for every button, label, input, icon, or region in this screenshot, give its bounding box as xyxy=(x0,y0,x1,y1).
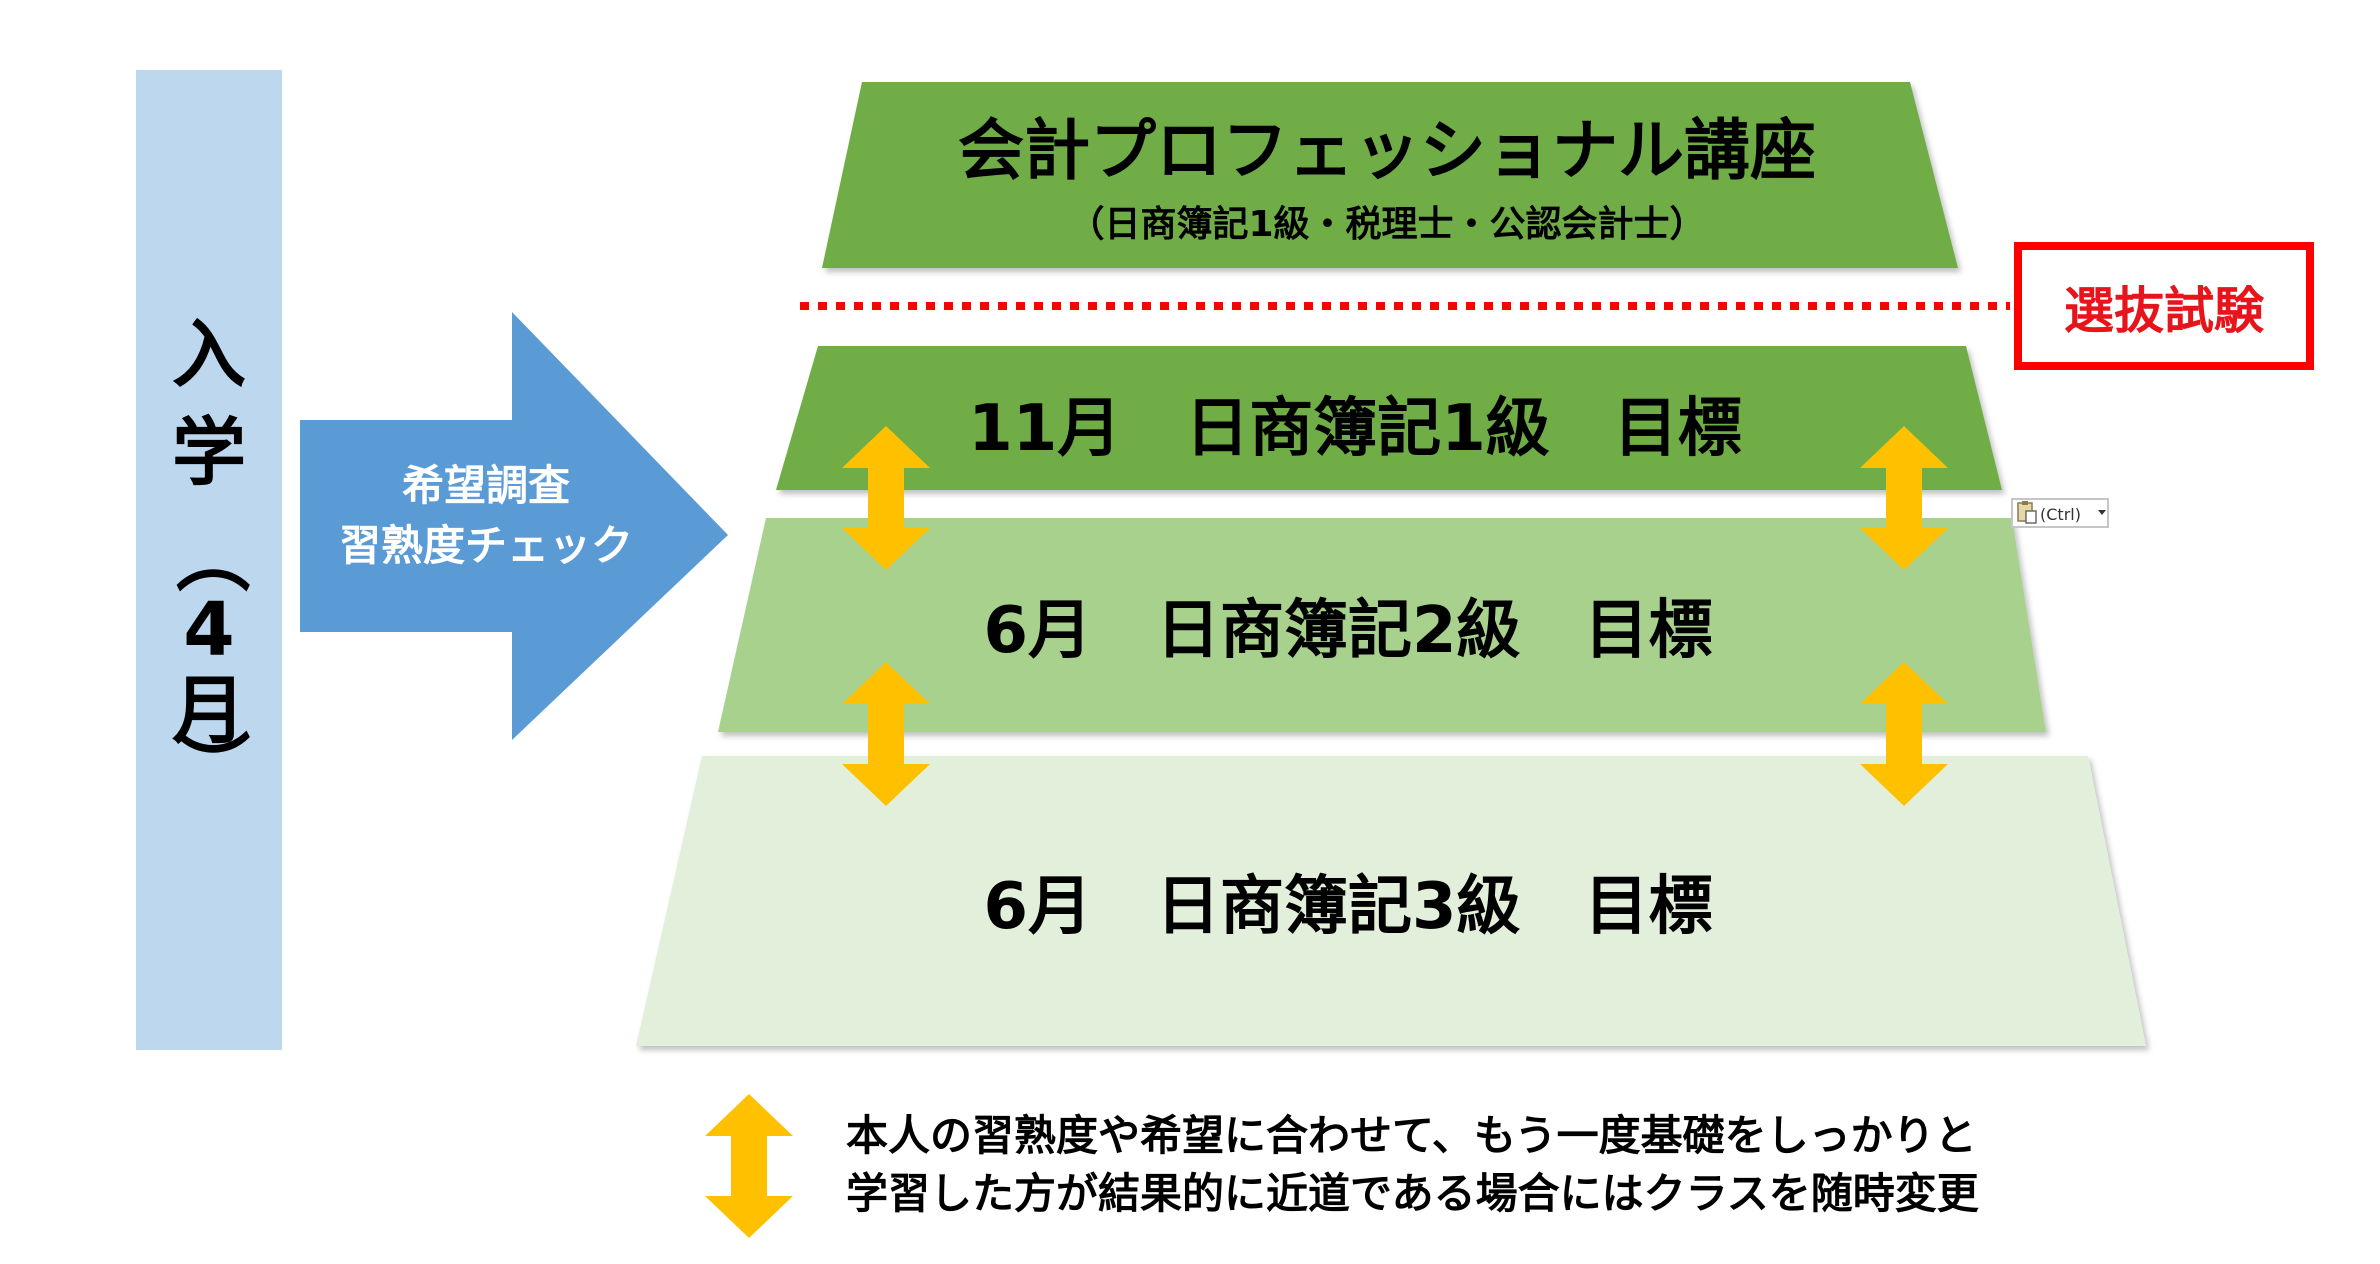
tier-professional-shape xyxy=(822,82,1958,268)
selection-exam-box xyxy=(2014,242,2314,370)
tier-level3-label: 6月 日商簿記3級 目標 xyxy=(983,870,1712,944)
paste-options-button[interactable]: (Ctrl) xyxy=(2011,498,2109,528)
paste-clipboard-icon xyxy=(2017,501,2037,524)
chevron-down-icon xyxy=(2098,510,2106,515)
enrollment-char-5: 月 xyxy=(172,668,246,754)
survey-arrow-shape xyxy=(300,312,728,740)
legend-arrow xyxy=(705,1094,793,1238)
enrollment-char-1: 入 xyxy=(172,312,246,398)
enrollment-char-3: （ xyxy=(167,519,253,593)
selection-exam-label: 選抜試験 xyxy=(2064,282,2265,340)
enrollment-bar: 入 学 （ 4 月 ） xyxy=(136,70,282,1050)
legend-text-line2: 学習した方が結果的に近道である場合にはクラスを随時変更 xyxy=(846,1169,1980,1218)
enrollment-char-6: ） xyxy=(167,729,253,803)
tier-level1-label: 11月 日商簿記1級 目標 xyxy=(968,392,1742,466)
tier-level1 xyxy=(776,346,2002,490)
tier-level1-shape xyxy=(776,346,2002,490)
double-vertical-arrow-icon xyxy=(705,1094,793,1238)
survey-arrow-line1: 希望調査 xyxy=(402,461,570,510)
legend: 本人の習熟度や希望に合わせて、もう一度基礎をしっかりと 学習した方が結果的に近道… xyxy=(705,1094,1980,1238)
enrollment-char-4: 4 xyxy=(183,587,235,673)
tier-professional-title: 会計プロフェッショナル講座 xyxy=(958,112,1816,189)
tier-level3 xyxy=(636,756,2146,1046)
paste-options-label: (Ctrl) xyxy=(2040,505,2081,524)
legend-text-line1: 本人の習熟度や希望に合わせて、もう一度基礎をしっかりと xyxy=(846,1111,1977,1160)
tier-level2 xyxy=(718,518,2046,732)
tier-professional-subtitle: （日商簿記1級・税理士・公認会計士） xyxy=(1068,204,1705,245)
survey-arrow: 希望調査 習熟度チェック xyxy=(300,312,728,740)
tier-level3-shape xyxy=(636,756,2146,1046)
tier-level2-shape xyxy=(718,518,2046,732)
tier-professional xyxy=(822,82,1958,268)
tier-level2-label: 6月 日商簿記2級 目標 xyxy=(983,594,1712,668)
enrollment-char-2: 学 xyxy=(172,410,246,496)
survey-arrow-line2: 習熟度チェック xyxy=(339,521,633,570)
enrollment-bar-bg xyxy=(136,70,282,1050)
